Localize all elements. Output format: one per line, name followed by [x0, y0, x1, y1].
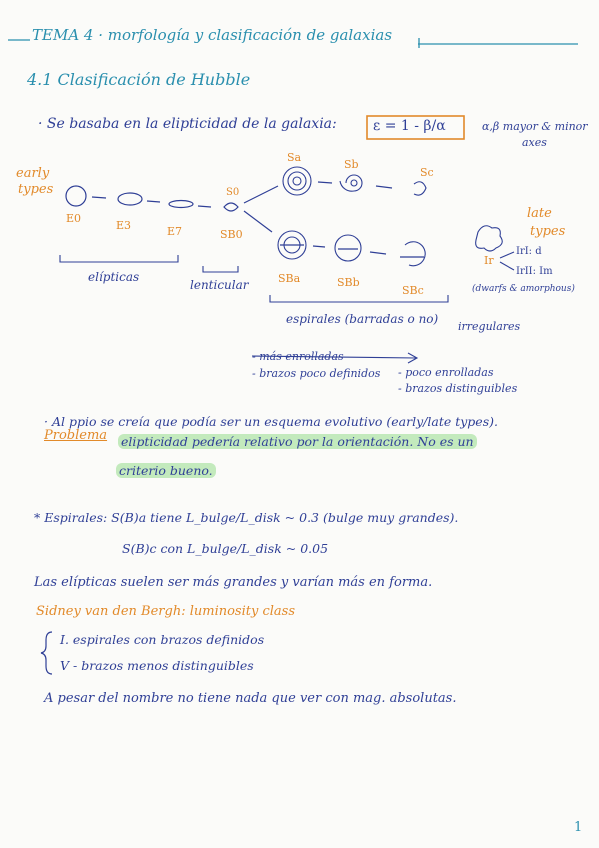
label-ir: Ir	[484, 254, 494, 267]
label-espirales: espirales (barradas o no)	[286, 312, 439, 326]
formula-box	[366, 115, 465, 140]
ellipticity-formula: ε = 1 - β/α	[373, 118, 446, 134]
note-espirales-1: * Espirales: S(B)a tiene L_bulge/L_disk …	[34, 510, 459, 525]
intro-text: · Se basaba en la elipticidad de la gala…	[38, 116, 337, 132]
label-sba: SBa	[278, 272, 301, 285]
note-problema-label: Problema	[44, 428, 108, 443]
label-e3: E3	[116, 219, 132, 232]
note-problema-line2: criterio bueno.	[116, 463, 216, 478]
sc-shape	[413, 181, 427, 196]
late-types-label-2: types	[530, 224, 566, 239]
axes-note-1: α,β mayor & minor	[482, 120, 588, 133]
trend-right-1: - poco enrolladas	[398, 366, 494, 379]
label-lenticular: lenticular	[190, 278, 249, 292]
sbb-shape	[334, 234, 362, 262]
highlight-2: criterio bueno.	[116, 463, 216, 478]
s0-shape	[223, 202, 239, 212]
ir-shape	[475, 225, 503, 252]
label-irregulares: irregulares	[458, 320, 521, 333]
early-types-label-2: types	[18, 182, 54, 197]
label-sc: Sc	[420, 166, 434, 179]
note-class-v: V - brazos menos distinguibles	[60, 658, 254, 673]
label-e0: E0	[66, 212, 82, 225]
section-heading: 4.1 Clasificación de Hubble	[27, 70, 251, 89]
e7-shape	[168, 199, 194, 209]
sbc-shape	[404, 241, 426, 267]
note-problema-line1: elipticidad pedería relativo por la orie…	[118, 434, 477, 449]
late-types-label-1: late	[527, 206, 552, 221]
axes-note-2: axes	[522, 136, 547, 149]
note-evolutivo: · Al ppio se creía que podía ser un esqu…	[44, 414, 498, 429]
label-sa: Sa	[287, 151, 302, 164]
highlight-1: elipticidad pedería relativo por la orie…	[118, 434, 477, 449]
label-sb0: SB0	[220, 228, 243, 241]
page-title: TEMA 4 · morfología y clasificación de g…	[32, 26, 393, 44]
note-espirales-2: S(B)c con L_bulge/L_disk ~ 0.05	[122, 541, 329, 556]
e0-shape	[65, 185, 87, 207]
trend-right-2: - brazos distinguibles	[398, 382, 518, 395]
note-van-den-bergh: Sidney van den Bergh: luminosity class	[36, 604, 295, 619]
trend-left-1: - más enrolladas	[252, 350, 344, 363]
label-elipticas: elípticas	[88, 270, 140, 284]
sa-shape	[282, 166, 312, 196]
label-s0: S0	[226, 187, 240, 198]
label-sbb: SBb	[337, 276, 360, 289]
note-elipticas: Las elípticas suelen ser más grandes y v…	[34, 575, 433, 590]
sb-shape	[339, 174, 363, 192]
note-magnitudes: A pesar del nombre no tiene nada que ver…	[44, 691, 457, 706]
e3-shape	[117, 192, 143, 206]
label-sbc: SBc	[402, 284, 424, 297]
label-e7: E7	[167, 225, 183, 238]
label-ir2: IrII: Im	[516, 266, 553, 277]
sba-shape	[277, 230, 307, 260]
label-sb: Sb	[344, 158, 359, 171]
page-number: 1	[574, 820, 583, 835]
label-ir1: IrI: d	[516, 246, 542, 257]
note-class-i: I. espirales con brazos definidos	[60, 632, 265, 647]
trend-left-2: - brazos poco definidos	[252, 367, 381, 380]
early-types-label-1: early	[16, 166, 50, 181]
label-ir-note: (dwarfs & amorphous)	[472, 284, 575, 294]
